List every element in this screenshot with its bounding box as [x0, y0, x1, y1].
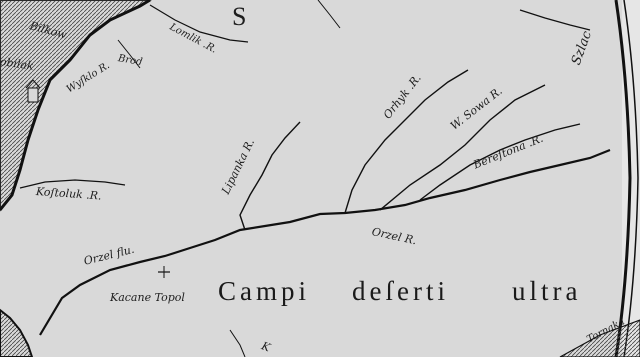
bottom-left-coast	[0, 308, 34, 357]
lipanka-river	[239, 121, 301, 231]
town-marker	[25, 79, 41, 103]
bottom-stream	[229, 329, 246, 357]
label-s: S	[232, 2, 247, 31]
lomlik-river	[149, 4, 249, 43]
topol-marker	[158, 266, 170, 278]
region-title-word-1: Campi	[218, 276, 310, 306]
bereftona-river	[419, 123, 581, 201]
right-border-line-1	[614, 0, 632, 357]
label-kacane-topol: Kacane Topol	[110, 291, 185, 304]
orhyk-river	[344, 69, 469, 214]
bottom-right-land	[559, 319, 640, 357]
right-border-line-2	[623, 0, 639, 357]
kostoluk-river	[19, 179, 126, 189]
wsowa-river	[379, 84, 546, 211]
left-coast-line	[0, 0, 151, 211]
orzel-river	[39, 148, 611, 336]
brod-river	[117, 39, 141, 69]
top-right-stream	[519, 9, 591, 31]
region-title-word-3: ultra	[512, 276, 582, 306]
top-stream	[317, 0, 341, 29]
region-title-word-2: deſerti	[352, 276, 449, 306]
